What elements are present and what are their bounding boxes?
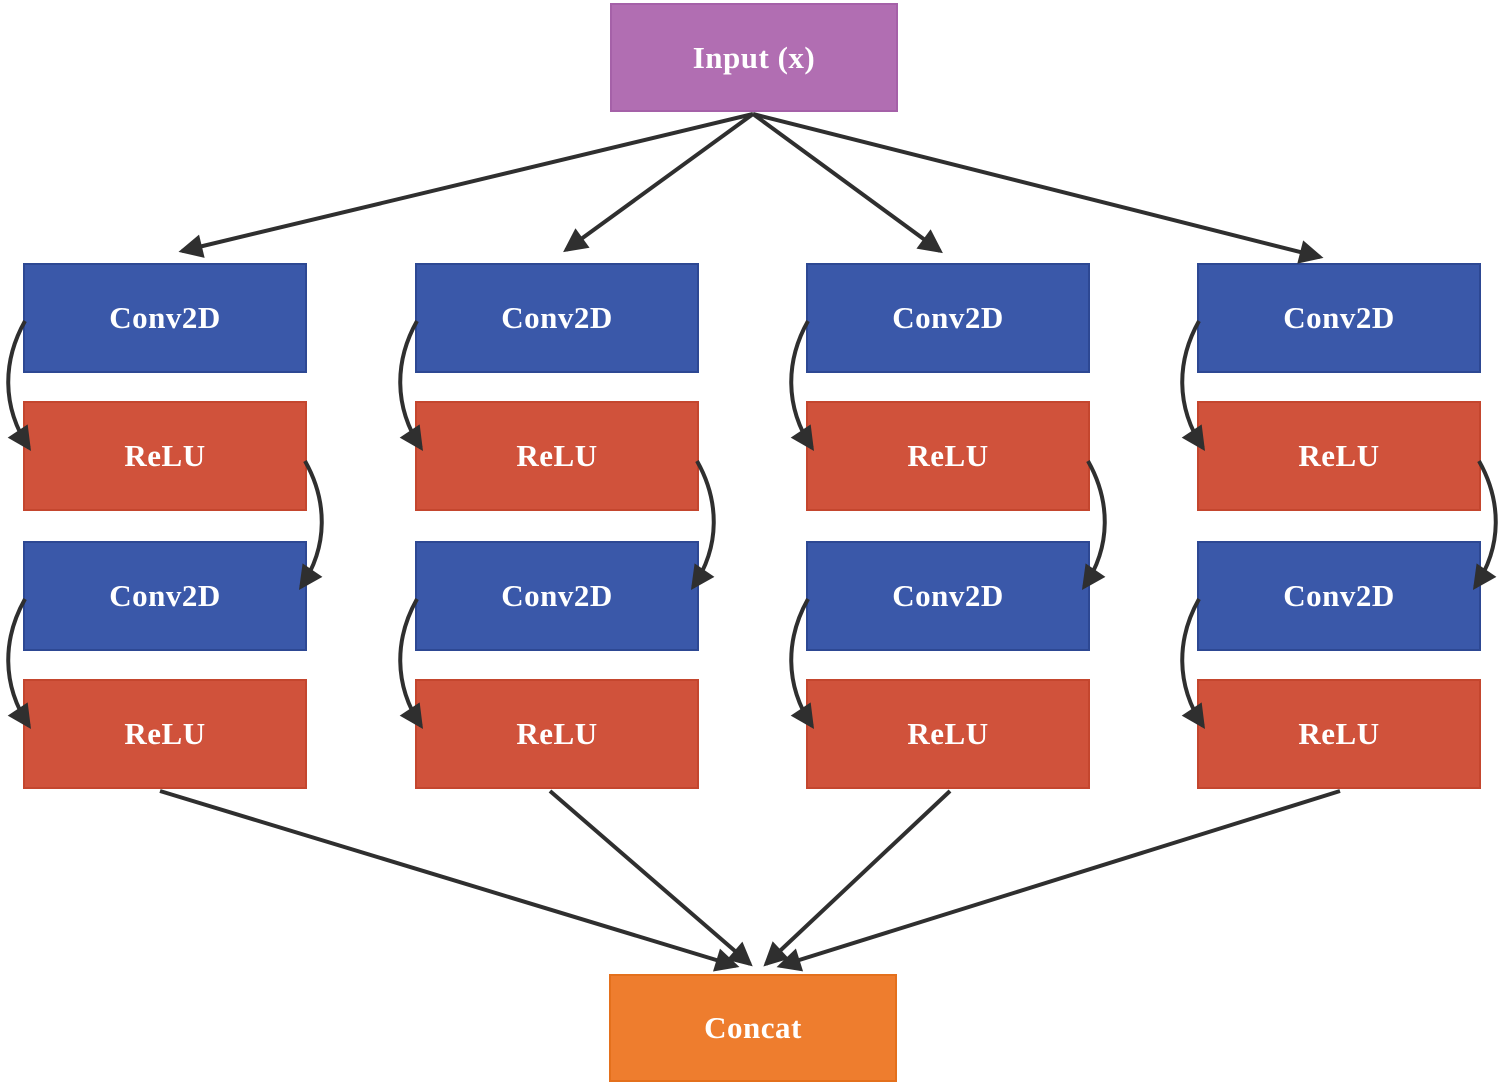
relu-label: ReLU (907, 438, 989, 473)
branch-4-relu-2-node: ReLU (1197, 679, 1481, 789)
arrow-input-branch-2 (563, 112, 755, 253)
conv2d-label: Conv2D (501, 300, 613, 335)
input-node-label: Input (x) (692, 39, 816, 75)
arrow-branch-3-concat (763, 789, 952, 967)
branch-2-conv2d-2-node: Conv2D (415, 541, 699, 651)
branch-4-relu-1-node: ReLU (1197, 401, 1481, 511)
conv2d-label: Conv2D (1283, 578, 1395, 613)
conv2d-label: Conv2D (892, 578, 1004, 613)
arrow-input-branch-1 (178, 112, 754, 258)
relu-label: ReLU (1298, 716, 1380, 751)
concat-node-label: Concat (704, 1010, 802, 1045)
relu-label: ReLU (907, 716, 989, 751)
branch-3-relu-1-node: ReLU (806, 401, 1090, 511)
branch-4-conv2d-2-node: Conv2D (1197, 541, 1481, 651)
arrow-branch-1-concat (159, 789, 740, 972)
relu-label: ReLU (516, 716, 598, 751)
branch-2-relu-2-node: ReLU (415, 679, 699, 789)
branch-1-conv2d-1-node: Conv2D (23, 263, 307, 373)
relu-label: ReLU (124, 438, 206, 473)
arrow-input-branch-3 (751, 112, 943, 254)
branch-4-conv2d-1-node: Conv2D (1197, 263, 1481, 373)
conv2d-label: Conv2D (1283, 300, 1395, 335)
input-node: Input (x) (610, 3, 898, 112)
branch-to-concat-arrows (159, 789, 1341, 972)
conv2d-label: Conv2D (501, 578, 613, 613)
arrow-input-branch-4 (752, 112, 1324, 264)
arrow-branch-2-concat (548, 789, 753, 967)
conv2d-label: Conv2D (892, 300, 1004, 335)
relu-label: ReLU (124, 716, 206, 751)
intra-branch-arrows (6, 320, 1498, 729)
branch-3-conv2d-2-node: Conv2D (806, 541, 1090, 651)
arrow-branch-4-concat (776, 789, 1341, 972)
concat-node: Concat (609, 974, 897, 1082)
relu-label: ReLU (516, 438, 598, 473)
conv2d-label: Conv2D (109, 578, 221, 613)
input-to-branch-arrows (178, 112, 1324, 264)
branch-1-relu-1-node: ReLU (23, 401, 307, 511)
branch-2-relu-1-node: ReLU (415, 401, 699, 511)
branch-3-conv2d-1-node: Conv2D (806, 263, 1090, 373)
branch-1-conv2d-2-node: Conv2D (23, 541, 307, 651)
branch-3-relu-2-node: ReLU (806, 679, 1090, 789)
relu-label: ReLU (1298, 438, 1380, 473)
branch-2-conv2d-1-node: Conv2D (415, 263, 699, 373)
conv2d-label: Conv2D (109, 300, 221, 335)
branch-1-relu-2-node: ReLU (23, 679, 307, 789)
